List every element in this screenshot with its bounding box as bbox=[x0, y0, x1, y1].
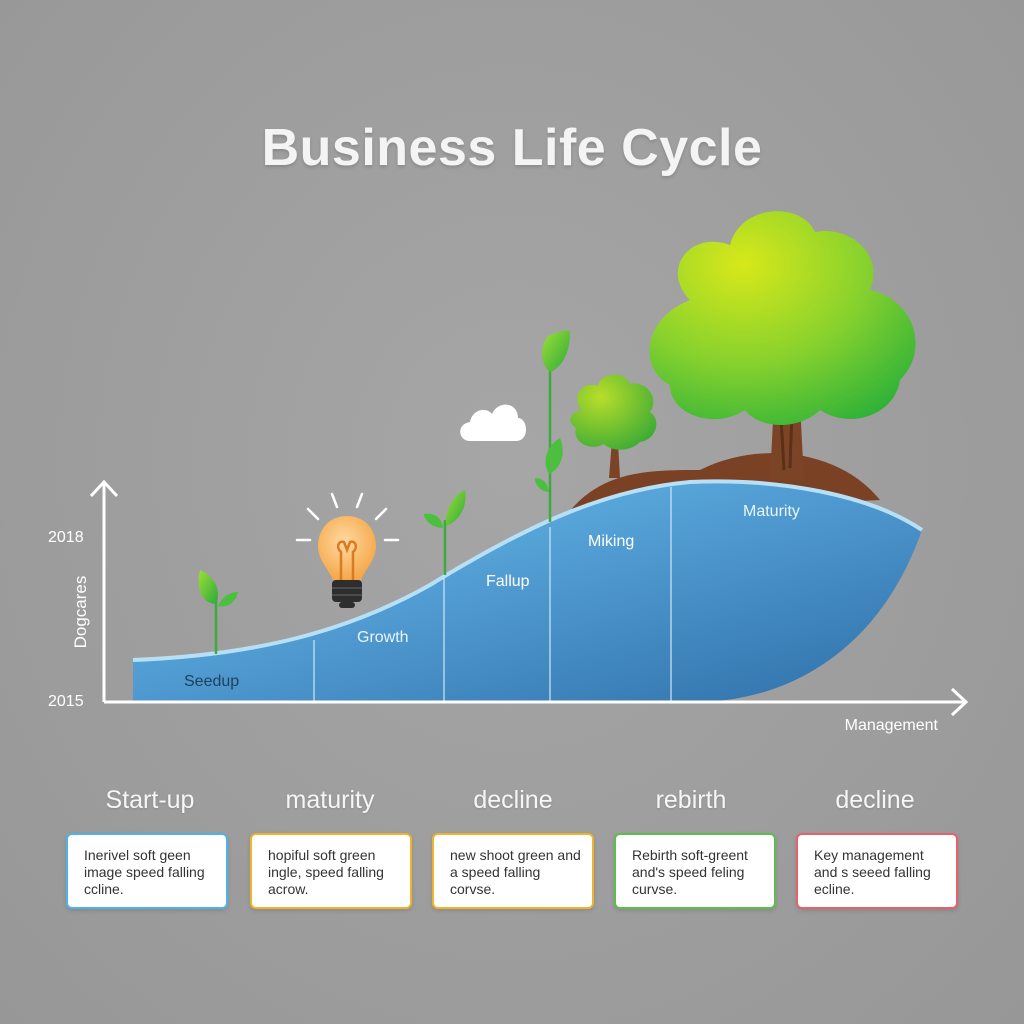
stage-card-decline-2: Key management and s seeed falling eclin… bbox=[796, 833, 958, 909]
y-axis-bottom-value: 2015 bbox=[48, 693, 84, 710]
life-cycle-curve bbox=[132, 479, 924, 702]
stage-heading-start-up: Start-up bbox=[105, 786, 195, 814]
stage-heading-rebirth: rebirth bbox=[655, 786, 727, 814]
cloud-icon bbox=[460, 404, 526, 441]
y-axis-top-value: 2018 bbox=[48, 529, 84, 546]
sprout-icon bbox=[424, 490, 466, 575]
stage-card-rebirth: Rebirth soft-greent and's speed feling c… bbox=[614, 833, 776, 909]
stage-card-decline: new shoot green and a speed falling corv… bbox=[432, 833, 594, 909]
stage-heading-decline-2: decline bbox=[835, 786, 915, 814]
curve-label-growth: Growth bbox=[357, 629, 409, 646]
small-tree-icon bbox=[570, 374, 657, 478]
curve-label-seedup: Seedup bbox=[184, 673, 239, 690]
curve-label-fallup: Fallup bbox=[486, 573, 530, 590]
curve-label-miking: Miking bbox=[588, 533, 634, 550]
sprout-icon bbox=[535, 330, 571, 522]
stage-heading-decline: decline bbox=[473, 786, 553, 814]
axes bbox=[89, 479, 969, 717]
page-title: Business Life Cycle bbox=[261, 119, 763, 177]
stage-card-start-up: Inerivel soft geen image speed falling c… bbox=[66, 833, 228, 909]
y-axis-label: Dogcares bbox=[71, 576, 90, 649]
stage-card-maturity: hopiful soft green ingle, speed falling … bbox=[250, 833, 412, 909]
tree-icon bbox=[649, 211, 916, 480]
curve-label-maturity: Maturity bbox=[743, 503, 800, 520]
x-axis-label: Management bbox=[845, 717, 939, 734]
lightbulb-icon bbox=[295, 492, 400, 608]
sprout-icon bbox=[198, 570, 238, 654]
stage-heading-maturity: maturity bbox=[285, 786, 375, 814]
